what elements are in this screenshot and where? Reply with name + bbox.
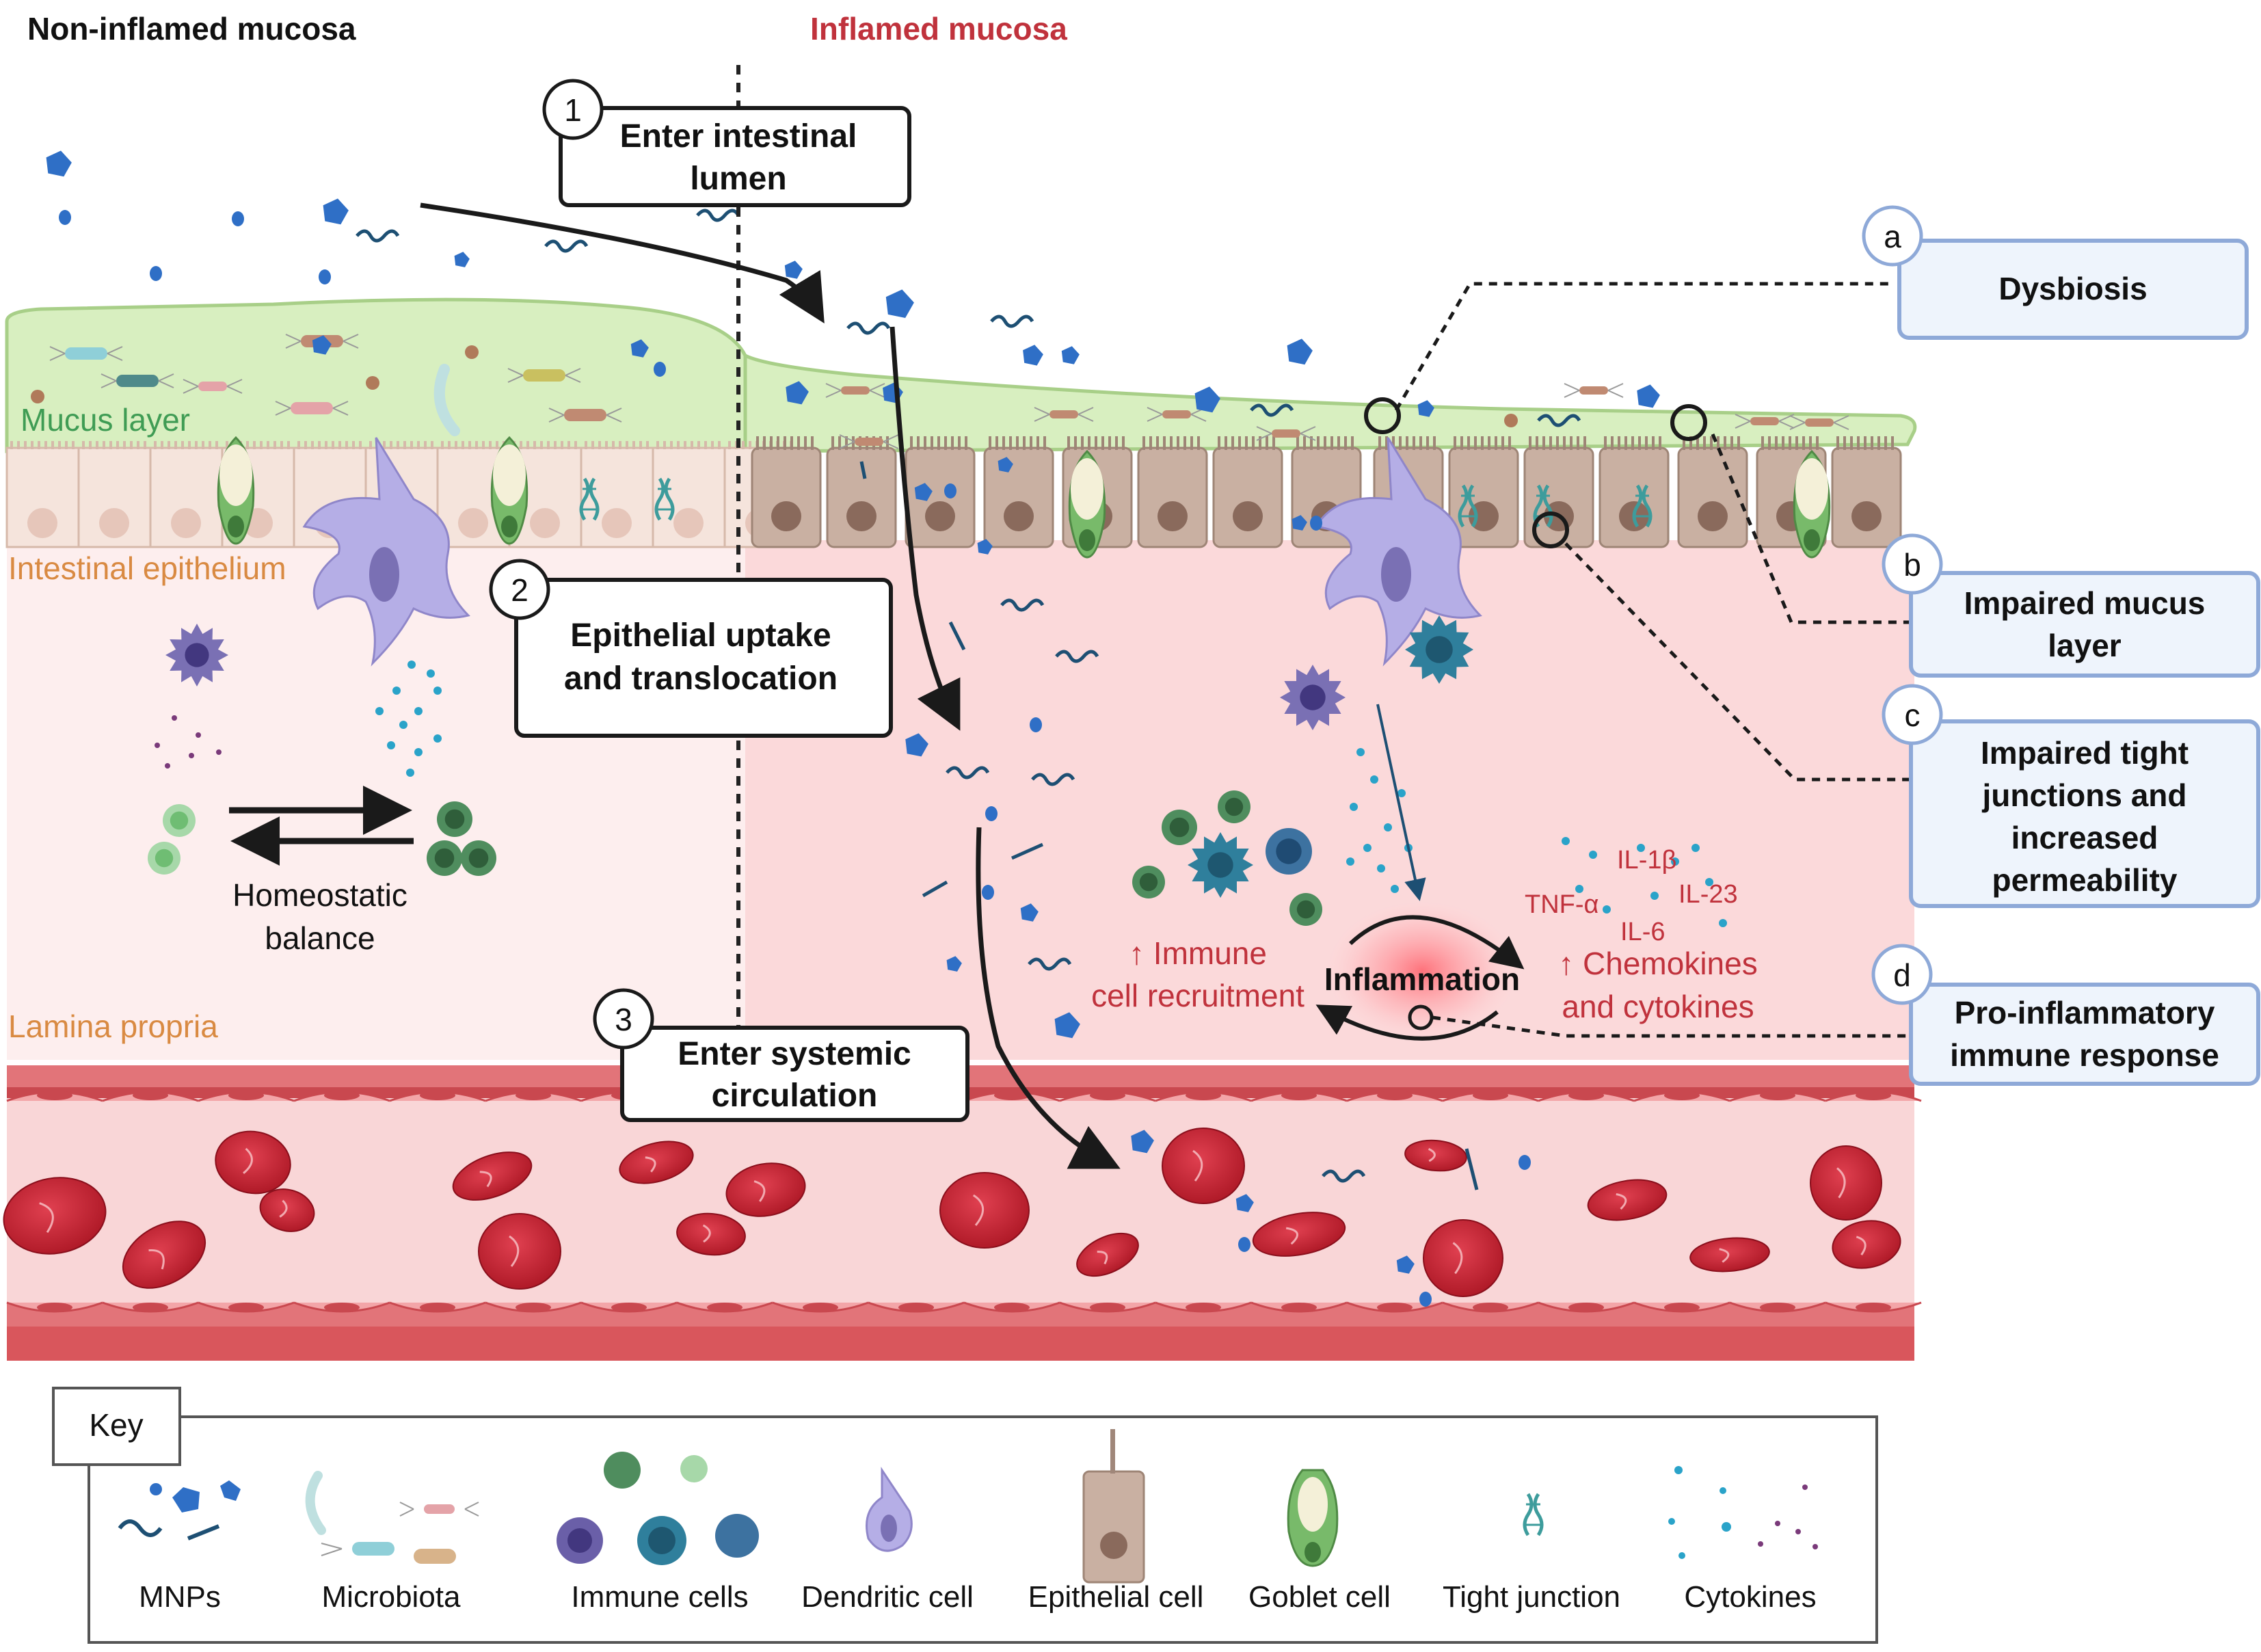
lamina-propria-label: Lamina propria xyxy=(8,1009,218,1044)
step-2-line2: and translocation xyxy=(564,661,838,697)
key-title: Key xyxy=(89,1407,143,1443)
mnp-particles xyxy=(46,150,1660,1307)
header-non-inflamed: Non-inflamed mucosa xyxy=(27,11,356,46)
microbiota xyxy=(31,334,1849,449)
side-box-c-line3: increased xyxy=(2011,820,2158,855)
step-3-line1: Enter systemic xyxy=(678,1036,911,1072)
key-tight-junction-icon xyxy=(1523,1493,1544,1536)
immune-cells xyxy=(148,615,1473,926)
side-box-c-line2: junctions and xyxy=(1982,777,2187,813)
goblet-cells xyxy=(217,436,1831,559)
cytokine-tnf: TNF-α xyxy=(1525,890,1599,919)
immune-recruit-line2: cell recruitment xyxy=(1091,978,1305,1013)
key-label-mnps: MNPs xyxy=(139,1580,221,1614)
key-label-dendritic: Dendritic cell xyxy=(801,1580,974,1614)
side-box-d-letter: d xyxy=(1893,957,1911,993)
tight-junctions xyxy=(579,477,1653,528)
key-label-tight-junction: Tight junction xyxy=(1443,1580,1620,1614)
step-1-line2: lumen xyxy=(690,161,786,197)
arrow-enter-lumen xyxy=(420,202,825,324)
key-label-epithelial: Epithelial cell xyxy=(1028,1580,1204,1614)
endothelial-cells-bottom xyxy=(6,1301,1922,1313)
step-1-box: Enter intestinal lumen 1 xyxy=(542,79,911,207)
chemokines-line2: and cytokines xyxy=(1562,989,1754,1024)
side-box-tight-junctions: Impaired tight junctions and increased p… xyxy=(1882,684,2260,908)
step-2-number: 2 xyxy=(511,572,529,608)
inflammation-label: Inflammation xyxy=(1324,961,1520,997)
side-annotations: Dysbiosis a Impaired mucus layer b Impai… xyxy=(1364,205,2260,1086)
epithelium-label: Intestinal epithelium xyxy=(8,550,286,586)
key-immune-cells-icon xyxy=(557,1452,759,1565)
side-box-a-letter: a xyxy=(1884,219,1901,254)
key-microbiota-icon xyxy=(305,1471,479,1564)
arrow-systemic xyxy=(976,827,1121,1169)
dendritic-cells xyxy=(302,437,1482,667)
mucus-layer-label: Mucus layer xyxy=(21,402,190,438)
chemokines-line1: ↑ Chemokines xyxy=(1558,946,1757,981)
key-label-immune-cells: Immune cells xyxy=(571,1580,748,1614)
step-3-line2: circulation xyxy=(712,1078,878,1114)
side-box-a-line1: Dysbiosis xyxy=(1998,271,2147,306)
key-label-microbiota: Microbiota xyxy=(322,1580,461,1614)
cytokine-il23: IL-23 xyxy=(1678,880,1738,909)
key-mnp-icon xyxy=(118,1480,241,1541)
step-2-box: Epithelial uptake and translocation 2 xyxy=(489,559,893,738)
side-box-b-letter: b xyxy=(1903,547,1921,583)
inflammation-cluster: Inflammation ↑ Immune cell recruitment ↑… xyxy=(1091,704,1758,1046)
side-box-mucus: Impaired mucus layer b xyxy=(1882,533,2260,678)
key-panel: Key xyxy=(52,1387,1878,1644)
homeostatic-balance: Homeostatic balance xyxy=(229,786,414,956)
immune-recruit-line1: ↑ Immune xyxy=(1129,935,1267,971)
header-inflamed: Inflamed mucosa xyxy=(810,11,1067,46)
key-label-cytokines: Cytokines xyxy=(1684,1580,1816,1614)
key-dendritic-icon xyxy=(866,1467,913,1552)
cytokine-il6: IL-6 xyxy=(1620,918,1665,946)
key-label-goblet: Goblet cell xyxy=(1248,1580,1391,1614)
side-box-dysbiosis: Dysbiosis a xyxy=(1862,205,2249,340)
side-box-c-line1: Impaired tight xyxy=(1981,735,2189,771)
step-1-line1: Enter intestinal xyxy=(620,118,857,155)
cytokine-il1b: IL-1β xyxy=(1617,846,1676,875)
side-box-c-line4: permeability xyxy=(1992,862,2178,898)
step-2-line1: Epithelial uptake xyxy=(570,617,831,654)
side-box-c-letter: c xyxy=(1905,697,1921,733)
side-box-b-line1: Impaired mucus xyxy=(1964,585,2206,621)
key-goblet-icon xyxy=(1287,1469,1339,1567)
step-1-number: 1 xyxy=(564,92,582,128)
side-box-d-line2: immune response xyxy=(1950,1037,2219,1073)
key-cytokines-icon xyxy=(1668,1466,1818,1559)
key-epithelial-icon xyxy=(1082,1429,1145,1584)
side-box-b-line2: layer xyxy=(2048,628,2122,663)
homeostatic-line2: balance xyxy=(265,920,375,956)
homeostatic-line1: Homeostatic xyxy=(232,877,407,913)
side-box-d-line1: Pro-inflammatory xyxy=(1955,995,2215,1030)
step-3-number: 3 xyxy=(615,1002,632,1037)
side-box-immune-response: Pro-inflammatory immune response d xyxy=(1871,944,2260,1086)
blood-vessel xyxy=(3,1065,1922,1361)
step-3-box: Enter systemic circulation 3 xyxy=(593,988,969,1122)
red-blood-cells xyxy=(3,1128,1901,1297)
arrow-translocation xyxy=(889,326,961,731)
cytokine-dots xyxy=(155,661,1727,927)
inflammation-marker xyxy=(1408,1004,1434,1030)
mucus-layer-right xyxy=(743,352,1917,453)
